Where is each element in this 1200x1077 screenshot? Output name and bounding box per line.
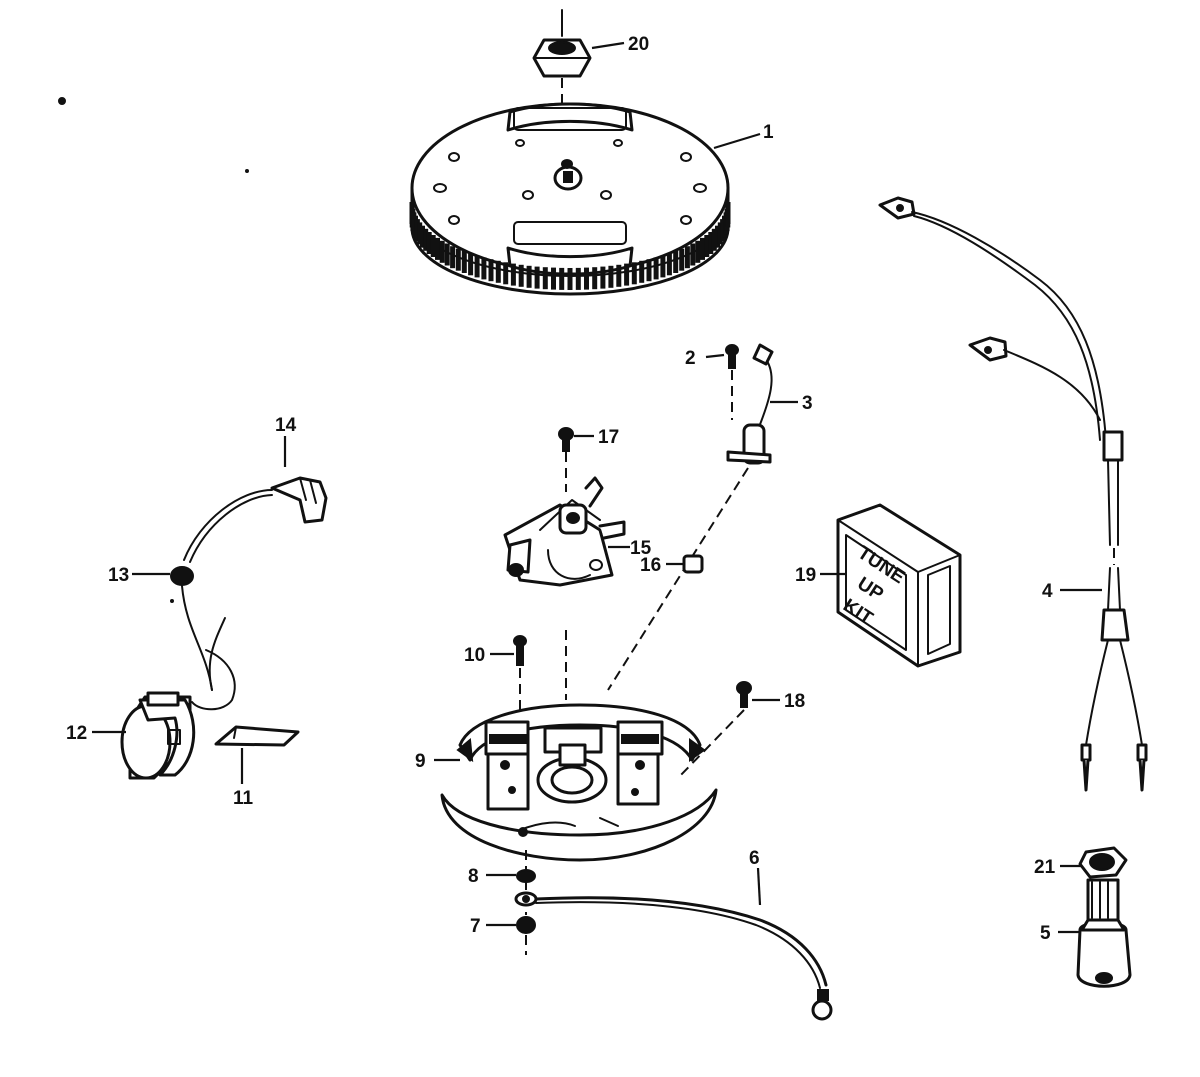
part-6-ground-lead	[514, 891, 833, 1021]
gear-tooth	[711, 228, 717, 251]
part-2-screw	[725, 344, 739, 420]
callout-10: 10	[464, 645, 485, 666]
callout-2: 2	[685, 348, 696, 369]
gear-tooth	[639, 260, 645, 283]
gear-tooth	[600, 266, 606, 289]
gear-tooth	[673, 251, 679, 273]
gear-tooth	[725, 202, 731, 224]
part-18-screw	[677, 681, 752, 779]
part-16-clip	[682, 554, 704, 574]
part-11-flywheel-key	[214, 725, 300, 747]
gear-tooth	[616, 264, 622, 287]
gear-tooth	[534, 266, 540, 289]
gear-tooth	[684, 246, 690, 269]
callout-19: 19	[795, 565, 816, 586]
gear-tooth	[417, 222, 423, 245]
part-1-flywheel	[409, 102, 731, 296]
callout-18: 18	[784, 691, 805, 712]
callout-20: 20	[628, 34, 649, 55]
gear-tooth	[444, 243, 450, 266]
gear-tooth	[430, 235, 436, 257]
part-4-wiring-harness	[878, 196, 1148, 792]
part-17-screw	[558, 427, 574, 492]
gear-tooth	[435, 237, 440, 260]
part-9-stator-plate	[440, 703, 718, 955]
gear-tooth	[653, 257, 659, 280]
callout-17: 17	[598, 427, 619, 448]
gear-tooth	[426, 232, 432, 254]
gear-tooth	[631, 262, 637, 285]
gear-tooth	[495, 260, 501, 283]
gear-tooth	[450, 246, 456, 269]
gear-tooth	[474, 255, 480, 278]
gear-tooth	[708, 232, 714, 254]
callout-3: 3	[802, 393, 813, 414]
part-12-ignition-coil	[120, 489, 273, 780]
callout-labels: 20 1 2 3 4 5 6 7 8 9 10 11 12 13 14 15 1…	[66, 34, 1056, 944]
part-14-spark-plug-boot	[270, 476, 328, 524]
callout-8: 8	[468, 866, 479, 887]
gear-tooth	[567, 268, 573, 290]
gear-tooth	[481, 257, 487, 280]
leader-lines	[92, 41, 1102, 934]
gear-tooth	[584, 267, 589, 290]
part-13-grommet	[170, 566, 194, 586]
part-10-screw	[513, 635, 527, 740]
gear-tooth	[608, 265, 614, 288]
gear-tooth	[624, 263, 630, 286]
part-8-washer	[516, 869, 536, 883]
stray-mark	[245, 169, 249, 173]
gear-tooth	[455, 248, 461, 271]
gear-tooth	[559, 267, 565, 290]
stray-mark	[58, 97, 66, 105]
gear-tooth	[488, 259, 494, 282]
part-7-washer	[516, 916, 536, 934]
stray-mark	[170, 599, 174, 603]
part-3-condenser	[607, 343, 774, 691]
part-15-breaker-points	[503, 476, 626, 700]
gear-tooth	[420, 225, 425, 248]
gear-tooth	[666, 253, 672, 276]
callout-1: 1	[763, 122, 774, 143]
callout-14: 14	[275, 415, 297, 436]
callout-7: 7	[470, 916, 481, 937]
gear-tooth	[551, 267, 556, 290]
callout-16: 16	[640, 555, 661, 576]
gear-tooth	[646, 259, 652, 282]
gear-tooth	[695, 240, 701, 263]
callout-15: 15	[630, 538, 652, 559]
callout-11: 11	[233, 788, 254, 809]
callout-4: 4	[1042, 581, 1053, 602]
gear-tooth	[592, 267, 598, 290]
gear-tooth	[518, 264, 524, 287]
gear-tooth	[526, 265, 532, 288]
gear-tooth	[575, 267, 581, 290]
gear-tooth	[423, 228, 429, 251]
flywheel-gear-teeth	[409, 202, 731, 290]
callout-21: 21	[1034, 857, 1056, 878]
gear-tooth	[510, 263, 516, 286]
part-5-primer-knob	[1076, 878, 1132, 988]
part-19-tune-up-kit	[836, 503, 962, 668]
callout-12: 12	[66, 723, 87, 744]
gear-tooth	[461, 251, 467, 273]
callout-5: 5	[1040, 923, 1051, 944]
gear-tooth	[542, 267, 548, 290]
gear-tooth	[468, 253, 474, 276]
gear-tooth	[704, 235, 710, 257]
callout-9: 9	[415, 751, 426, 772]
part-20-flywheel-nut	[532, 9, 592, 150]
gear-tooth	[439, 240, 445, 263]
gear-tooth	[660, 255, 666, 278]
gear-tooth	[715, 225, 720, 248]
gear-tooth	[700, 237, 705, 260]
gear-tooth	[690, 243, 696, 266]
callout-6: 6	[749, 848, 760, 869]
part-21-nut	[1078, 846, 1128, 879]
gear-tooth	[679, 248, 685, 271]
callout-13: 13	[108, 565, 129, 586]
gear-tooth	[503, 262, 509, 285]
